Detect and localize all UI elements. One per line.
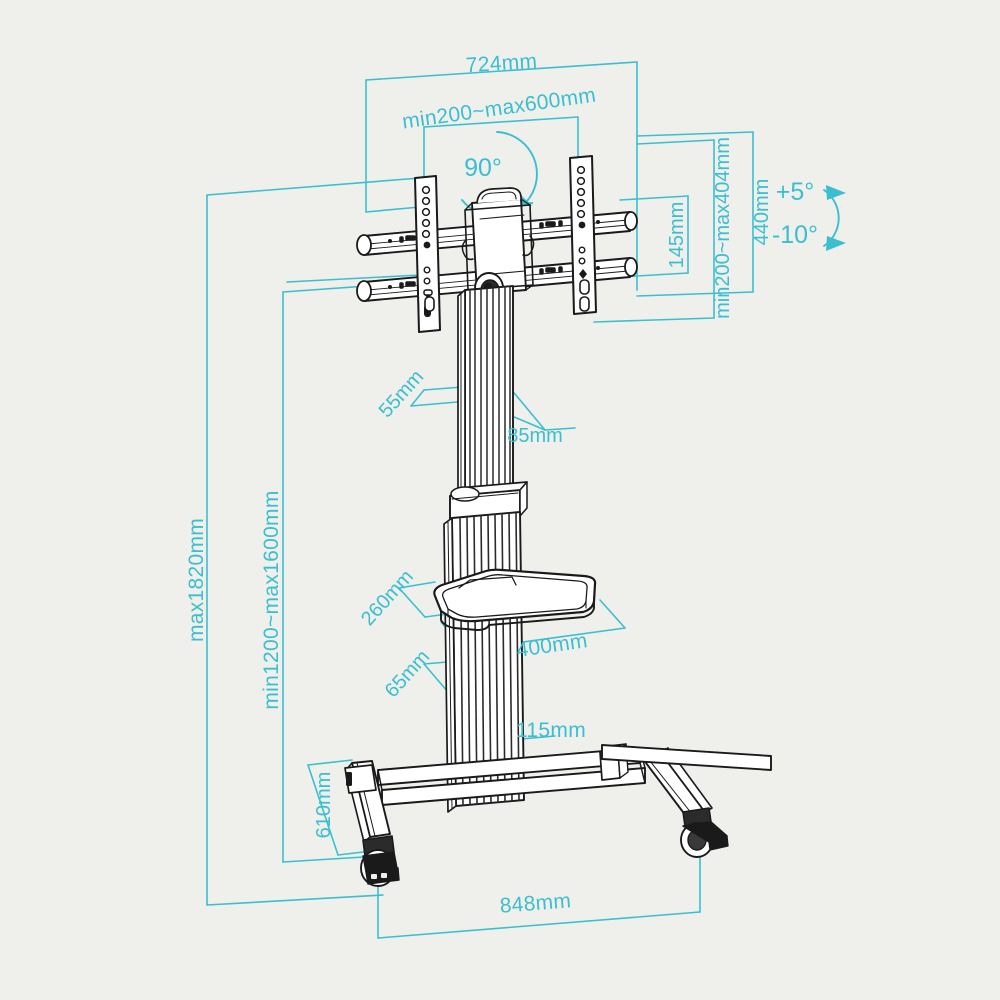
dimline-mountwidth-horizontal — [423, 116, 579, 128]
caster-front-right — [680, 807, 729, 858]
leader-724-left-top — [365, 206, 421, 213]
dimline-260-diag — [398, 587, 426, 618]
shelf — [433, 568, 597, 631]
label-rotation-angle: 90° — [464, 154, 502, 182]
extline-1820-bottom — [206, 894, 384, 906]
label-base-depth: 610mm — [313, 772, 335, 839]
label-lower-column-width: 115mm — [516, 719, 586, 742]
bracket-vertical-right — [569, 155, 597, 315]
leader-bracket-left-lower — [286, 274, 421, 283]
label-mount-height-range: min200~max404mm — [712, 137, 734, 319]
label-tilt-down: -10° — [772, 221, 818, 249]
label-bracket-height: 440mm — [751, 179, 773, 246]
base-rear-right-arm — [601, 744, 772, 771]
extline-400-right — [599, 599, 626, 629]
bracket-vertical-left — [414, 175, 441, 333]
label-total-height: max1820mm — [185, 518, 208, 642]
dimline-848-horizontal — [377, 911, 701, 939]
leader-260-top — [398, 581, 436, 589]
tilt-arc-group — [823, 185, 846, 251]
center-mount-plate — [461, 187, 535, 295]
column-upper — [457, 285, 514, 519]
leader-85-tail — [544, 427, 576, 431]
leader-55-elbow — [410, 389, 425, 407]
label-base-width: 848mm — [499, 889, 572, 918]
extline-145-top — [619, 195, 689, 201]
extline-mountheight-bottom — [593, 317, 715, 323]
dimline-610-diag — [307, 764, 339, 856]
label-screen-height-range: min1200~max1600mm — [260, 490, 283, 709]
extline-1820-top — [206, 177, 421, 196]
label-column-width: 85mm — [507, 425, 563, 447]
extline-440-bottom — [636, 291, 754, 297]
extline-610-top — [307, 759, 353, 766]
dimline-65-diag — [423, 663, 449, 693]
caster-front-left — [360, 835, 400, 887]
extline-mountheight-top — [636, 139, 715, 145]
dimline-724-horizontal — [365, 61, 638, 81]
leader-85-diag-right — [509, 387, 546, 431]
product-linework — [344, 155, 772, 887]
label-tilt-up: +5° — [776, 178, 815, 206]
tilt-arrowhead-down — [826, 236, 846, 251]
label-rail-spacing: 145mm — [666, 202, 688, 269]
extline-440-top — [636, 131, 754, 137]
label-top-width: 724mm — [465, 50, 538, 77]
tilt-arrowhead-up — [826, 185, 846, 200]
